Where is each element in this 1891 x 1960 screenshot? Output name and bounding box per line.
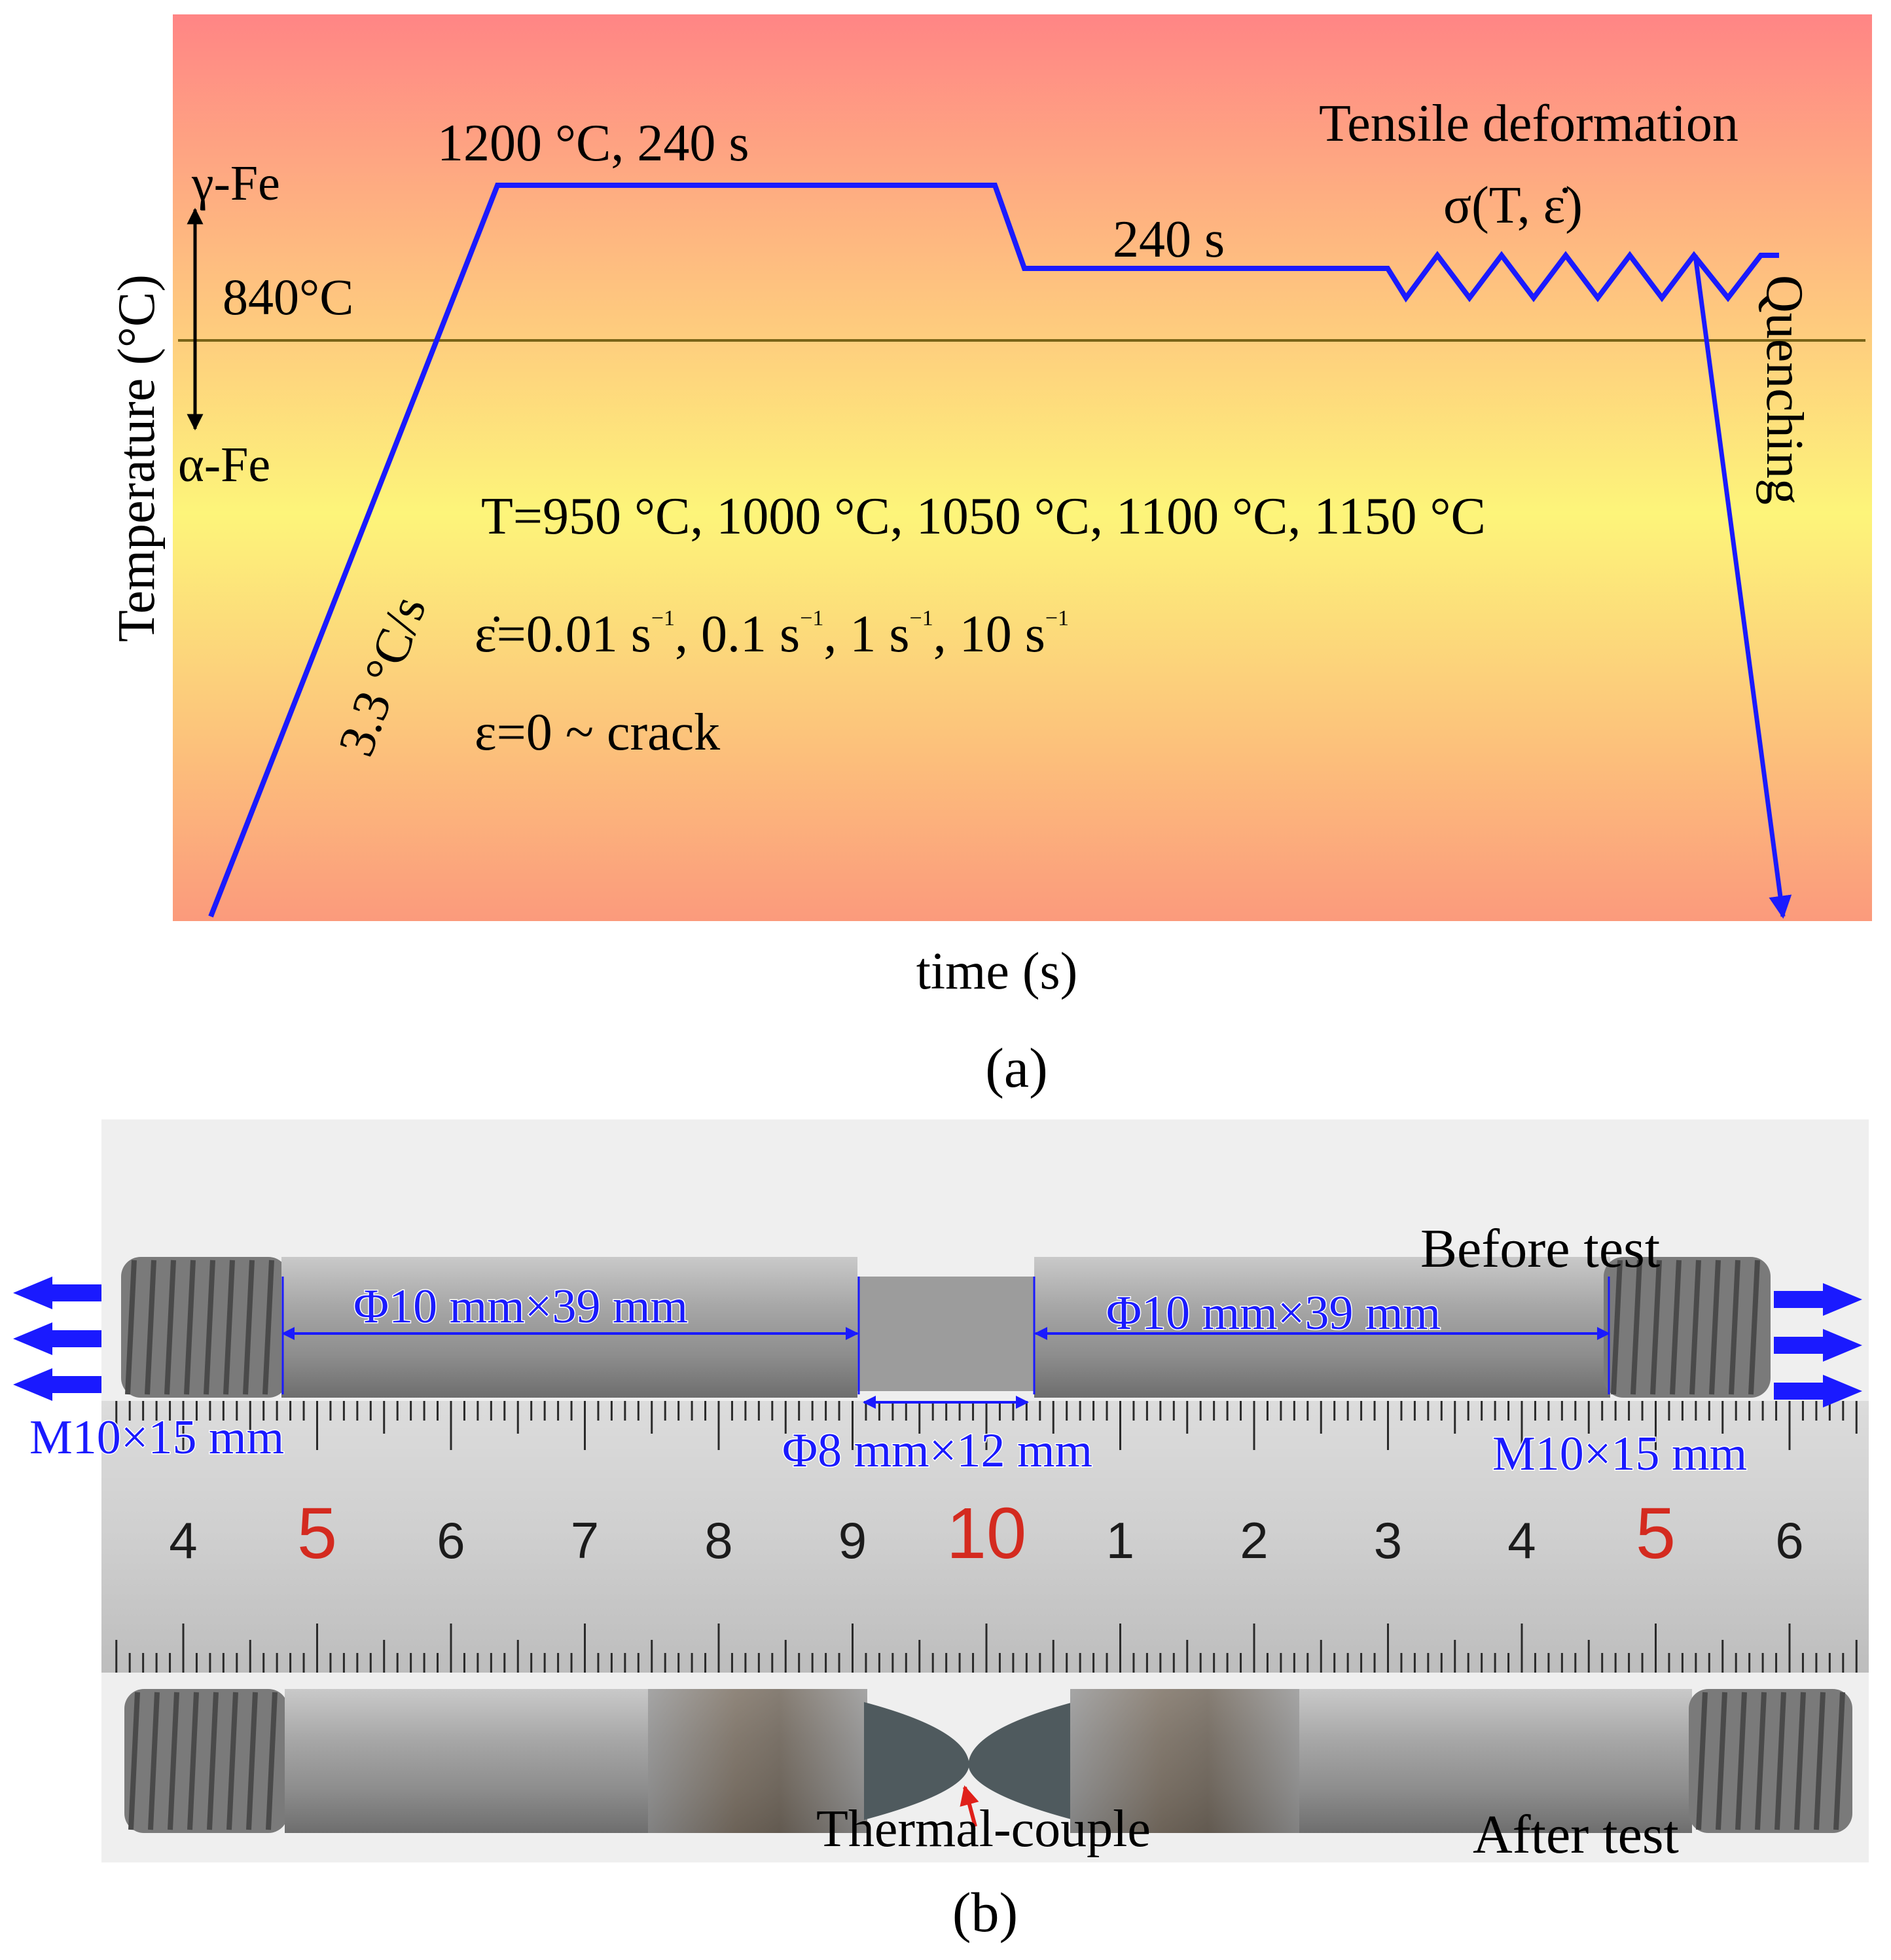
ruler-ticks-top (115, 1401, 1858, 1450)
left-thread-dim-label: M10×15 mm (29, 1411, 284, 1464)
strain-rates-line: ε̇=0.01 s−1, 0.1 s−1, 1 s−1, 10 s−1 (475, 606, 1069, 663)
y-axis-label: Temperature (°C) (108, 274, 166, 642)
gamma-label: γ-Fe (191, 156, 280, 211)
after-right-thread (1689, 1689, 1852, 1833)
gauge-dim-label: Φ8 mm×12 mm (782, 1424, 1092, 1478)
left-thread-grooves (125, 1260, 274, 1395)
after-left-thread (124, 1689, 288, 1833)
after-left-heat-tint (648, 1689, 867, 1833)
thermocouple-arrow (960, 1785, 979, 1827)
ruler-numbers: 4 5 6 7 8 9 10 1 2 3 4 5 6 (169, 1493, 1803, 1574)
panel-b: 4 5 6 7 8 9 10 1 2 3 4 5 6 (13, 1119, 1869, 1944)
strain-rate-exp-2: −1 (800, 606, 823, 630)
after-right-heat-tint (1070, 1689, 1299, 1833)
transformation-temp-label: 840°C (223, 268, 353, 325)
strain-rate-exp-4: −1 (1045, 606, 1069, 630)
after-necked-gauge (864, 1702, 1073, 1820)
ruler-number: 7 (571, 1512, 599, 1569)
before-test-label: Before test (1420, 1218, 1660, 1279)
strain-rate-4: 10 s (960, 606, 1045, 663)
stress-label: σ(T, ε̇) (1443, 177, 1583, 234)
strain-rate-2: 0.1 s (701, 606, 800, 663)
soak-label: 1200 °C, 240 s (437, 115, 749, 172)
thermal-profile-line (208, 183, 1779, 918)
ruler-number: 2 (1240, 1512, 1268, 1569)
panel-b-caption: (b) (952, 1881, 1018, 1944)
hold-label: 240 s (1113, 211, 1225, 268)
ruler-number: 4 (1507, 1512, 1536, 1569)
ruler-number: 3 (1374, 1512, 1402, 1569)
gauge-section (857, 1277, 1034, 1391)
ruler-number: 6 (1775, 1512, 1803, 1569)
alpha-label: α-Fe (178, 437, 270, 492)
tensile-label: Tensile deformation (1319, 95, 1738, 153)
ruler-body (101, 1401, 1869, 1673)
panel-a-caption: (a) (985, 1036, 1047, 1099)
right-thread-dim-label: M10×15 mm (1492, 1427, 1747, 1481)
strain-rate-exp-1: −1 (651, 606, 675, 630)
ruler-number: 4 (169, 1512, 197, 1569)
plot-area (173, 14, 1872, 921)
ruler-number: 5 (297, 1493, 337, 1574)
ruler-number: 6 (437, 1512, 465, 1569)
strain-rate-1: 0.01 s (526, 606, 651, 663)
ruler-ticks-bottom (115, 1624, 1858, 1673)
ruler-number: 5 (1636, 1493, 1676, 1574)
right-thread-grooves (1611, 1260, 1760, 1395)
strain-rate-3: 1 s (850, 606, 909, 663)
strain-rate-prefix: ε̇= (475, 606, 526, 663)
quench-line (1693, 255, 1792, 919)
right-pull-arrows (1774, 1283, 1862, 1407)
x-axis-label: time (s) (916, 943, 1078, 1000)
ruler-number: 9 (838, 1512, 867, 1569)
temperatures-line: T=950 °C, 1000 °C, 1050 °C, 1100 °C, 115… (481, 488, 1486, 545)
left-bar-dim-label: Φ10 mm×39 mm (353, 1280, 688, 1334)
strain-rate-exp-3: −1 (910, 606, 933, 630)
ruler-number: 1 (1106, 1512, 1134, 1569)
specimen-after (124, 1689, 1852, 1833)
after-test-label: After test (1473, 1804, 1679, 1865)
after-right-thread-grooves (1696, 1692, 1845, 1830)
panel-a: Temperature (°C) time (s) (a) γ-Fe 840°C… (108, 14, 1872, 1099)
ruler-number: 8 (704, 1512, 732, 1569)
after-left-thread-grooves (128, 1692, 278, 1830)
steel-ruler: 4 5 6 7 8 9 10 1 2 3 4 5 6 (101, 1401, 1869, 1673)
right-thread (1604, 1257, 1771, 1398)
ruler-number: 10 (946, 1493, 1026, 1574)
quench-label: Quenching (1756, 275, 1813, 505)
left-pull-arrows (13, 1277, 101, 1401)
strain-range-line: ε=0 ~ crack (475, 704, 720, 761)
thermocouple-label: Thermal-couple (816, 1800, 1151, 1858)
right-bar-dim-label: Φ10 mm×39 mm (1106, 1286, 1441, 1340)
